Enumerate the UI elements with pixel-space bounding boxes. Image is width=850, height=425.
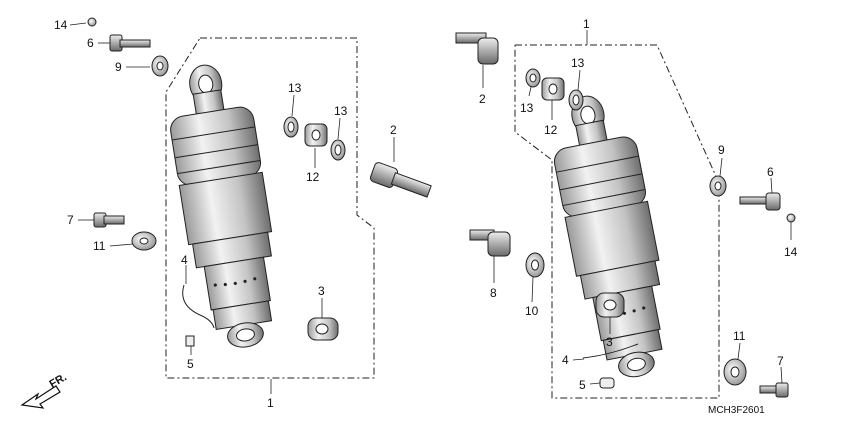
left-leader-lines [69,22,395,394]
diagram-code: MCH3F2601 [708,405,765,416]
callout-l5: 5 [187,357,194,371]
left-collar-bolt-2 [369,162,432,198]
right-bearing-12 [541,77,565,101]
callout-l4: 4 [181,253,188,267]
callout-r11: 11 [733,329,746,343]
callout-l2: 2 [390,123,397,137]
callout-r10: 10 [525,304,539,318]
left-shock-absorber [160,58,290,354]
right-washer-10 [525,252,545,278]
left-washer-11 [131,231,157,251]
right-bolt-6 [739,192,781,211]
callout-l6: 6 [87,36,94,50]
left-washer-9 [151,55,169,77]
left-bearing-12 [304,123,328,147]
left-clip-5 [185,335,195,347]
right-bolt-7 [759,382,789,398]
callout-r2: 2 [479,92,486,106]
right-collar-bolt-2 [455,32,499,65]
callout-l9: 9 [115,60,122,74]
callout-r5: 5 [579,378,586,392]
callout-r1: 1 [583,17,590,31]
right-bushing-3 [595,292,625,318]
callout-r14: 14 [784,245,798,259]
callout-l7: 7 [67,213,74,227]
callout-l11: 11 [93,239,106,253]
right-bolt-8 [469,229,511,257]
right-label-4 [582,343,639,359]
callout-l13a: 13 [288,81,302,95]
callout-r13a: 13 [571,56,585,70]
callout-l14: 14 [54,18,68,32]
right-washer-9 [709,175,727,197]
right-leader-lines [482,30,792,385]
callout-r3: 3 [606,335,613,349]
left-bolt-7 [93,212,125,228]
callout-l13b: 13 [334,104,348,118]
left-oil-seal-13a [283,116,299,138]
left-cap-14 [87,17,97,27]
front-direction-arrow-icon: FR. [20,371,69,409]
right-assembly-outline [514,44,720,399]
left-assembly-outline [165,37,375,379]
callout-r4: 4 [562,353,569,367]
right-oil-seal-13a [525,68,541,88]
callout-r7: 7 [777,354,784,368]
right-oil-seal-13b [568,89,584,111]
right-washer-11 [723,358,747,386]
left-label-4 [182,284,215,329]
callout-r9: 9 [718,143,725,157]
left-oil-seal-13b [330,139,346,161]
right-clip-5 [599,377,615,389]
right-cap-14 [786,213,796,223]
callout-r6: 6 [767,165,774,179]
left-bushing-3 [307,317,339,341]
callout-r12: 12 [544,123,558,137]
callout-r8: 8 [490,286,497,300]
front-direction-label: FR. [48,371,69,390]
callout-l1: 1 [267,396,274,410]
callout-r13b: 13 [520,101,534,115]
left-bolt-6 [109,34,151,52]
callout-l3: 3 [318,284,325,298]
callout-l12: 12 [306,170,320,184]
